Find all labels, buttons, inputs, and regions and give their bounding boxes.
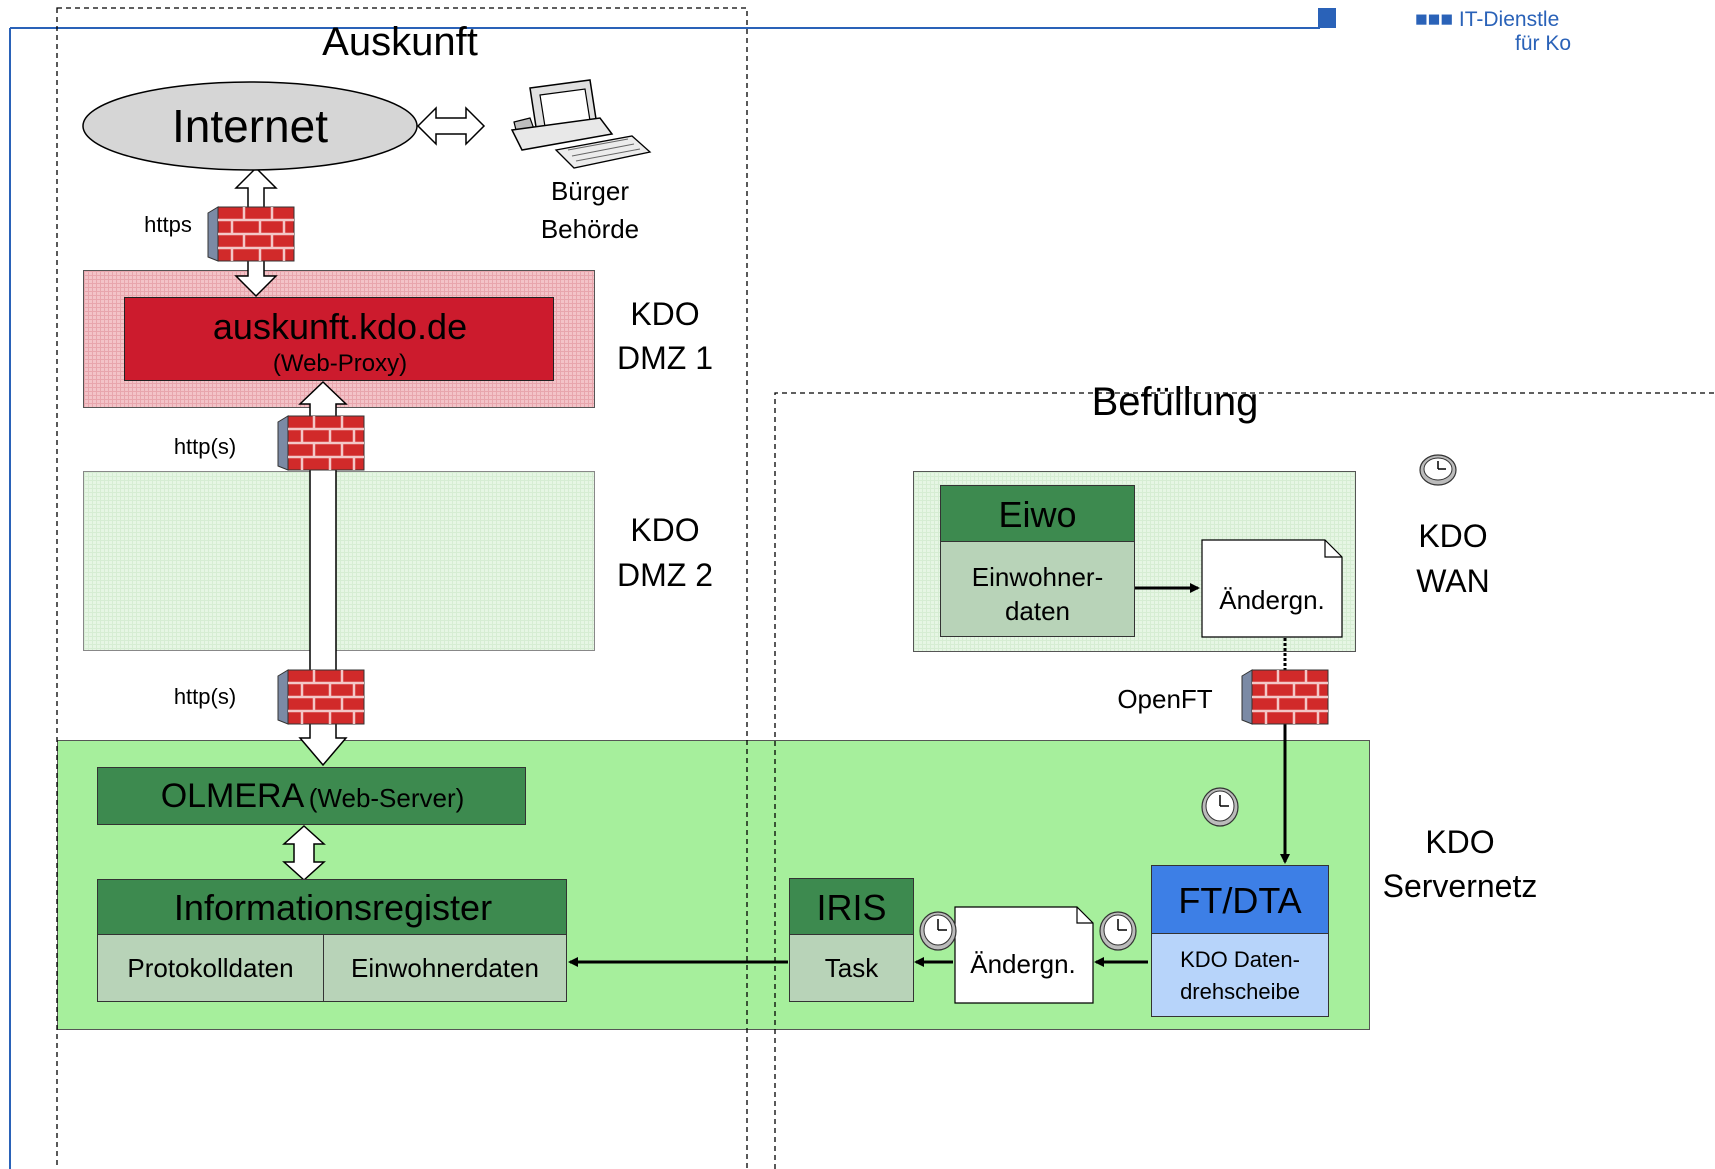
http-label-lower: http(s) xyxy=(173,684,237,709)
firewall-icon xyxy=(1241,669,1329,725)
internet-cloud xyxy=(82,81,418,171)
kdo-dmz2-zone xyxy=(83,471,595,651)
servernetz-label-line1: KDO xyxy=(1425,824,1495,860)
wan-label-line2: WAN xyxy=(1416,563,1490,599)
user-label-line2: Behörde xyxy=(540,214,640,244)
dmz1-label-line1: KDO xyxy=(630,296,700,332)
header-square xyxy=(1318,8,1336,28)
clock-icon xyxy=(1099,911,1137,951)
web-proxy-box: auskunft.kdo.de (Web-Proxy) xyxy=(124,297,554,381)
dmz2-label-line1: KDO xyxy=(630,512,700,548)
auskunft-zone-border xyxy=(56,7,748,1169)
logo-line-2: für Ko xyxy=(1515,32,1572,55)
ftdta-title: FT/DTA xyxy=(1178,880,1302,921)
user-label-line1: Bürger xyxy=(550,176,630,206)
register-cell-protokolldaten: Protokolldaten xyxy=(97,934,324,1002)
register-title: Informationsregister xyxy=(173,887,493,928)
changes-top-label: Ändergn. xyxy=(1219,585,1325,615)
register-cell-einwohnerdaten: Einwohnerdaten xyxy=(323,934,567,1002)
logo-line-1: ■■■ IT-Dienstle xyxy=(1415,8,1560,31)
iris-task-cell: Task xyxy=(789,934,914,1002)
iris-title: IRIS xyxy=(816,887,887,928)
dmz2-label-line2: DMZ 2 xyxy=(617,557,713,593)
register-cell-right-text: Einwohnerdaten xyxy=(351,952,539,983)
eiwo-title: Eiwo xyxy=(998,494,1077,535)
internet-label: Internet xyxy=(172,100,328,152)
servernetz-label-line2: Servernetz xyxy=(1382,868,1538,904)
eiwo-line1: Einwohner- xyxy=(971,562,1104,592)
computer-icon xyxy=(510,79,652,169)
ftdta-line2: drehscheibe xyxy=(1180,979,1300,1004)
http-label-upper: http(s) xyxy=(173,434,237,459)
olmera-name: OLMERA xyxy=(160,777,305,815)
olmera-webserver-box: OLMERA (Web-Server) xyxy=(97,767,526,825)
iris-header: IRIS xyxy=(789,878,914,935)
clock-icon xyxy=(1419,454,1457,486)
changes-top-doc xyxy=(1201,539,1343,638)
olmera-register-arrow xyxy=(282,824,326,882)
auskunft-title: Auskunft xyxy=(322,20,478,64)
eiwo-header: Eiwo xyxy=(940,485,1135,542)
openft-label: OpenFT xyxy=(1117,684,1213,714)
ftdta-body: KDO Daten- drehscheibe xyxy=(1151,933,1329,1017)
ftdta-header: FT/DTA xyxy=(1151,865,1329,934)
olmera-label: OLMERA (Web-Server) xyxy=(98,777,527,816)
proxy-subtitle: (Web-Proxy) xyxy=(272,350,408,377)
ftdta-line1: KDO Daten- xyxy=(1180,947,1300,972)
eiwo-line2: daten xyxy=(1004,596,1071,626)
clock-icon xyxy=(1201,787,1239,827)
internet-user-arrow xyxy=(416,106,486,146)
firewall-icon xyxy=(207,206,295,262)
informationsregister-header: Informationsregister xyxy=(97,879,567,935)
dmz1-label-line2: DMZ 1 xyxy=(617,340,713,376)
firewall-icon xyxy=(277,415,365,471)
wan-label-line1: KDO xyxy=(1418,518,1488,554)
olmera-suffix: (Web-Server) xyxy=(308,783,465,813)
proxy-olmera-arrow xyxy=(298,380,348,767)
clock-icon xyxy=(919,911,957,951)
firewall-icon xyxy=(277,669,365,725)
changes-bottom-doc xyxy=(954,906,1094,1004)
befuellung-zone-border xyxy=(774,392,1715,1169)
https-label: https xyxy=(144,212,192,237)
proxy-title: auskunft.kdo.de xyxy=(212,306,468,347)
befuellung-title: Befüllung xyxy=(1091,380,1259,424)
company-logo: ■■■ IT-Dienstle für Ko xyxy=(1415,8,1715,56)
register-cell-left-text: Protokolldaten xyxy=(127,952,294,983)
eiwo-body: Einwohner- daten xyxy=(940,541,1135,637)
iris-task-text: Task xyxy=(824,952,879,983)
changes-bottom-label: Ändergn. xyxy=(970,949,1076,979)
